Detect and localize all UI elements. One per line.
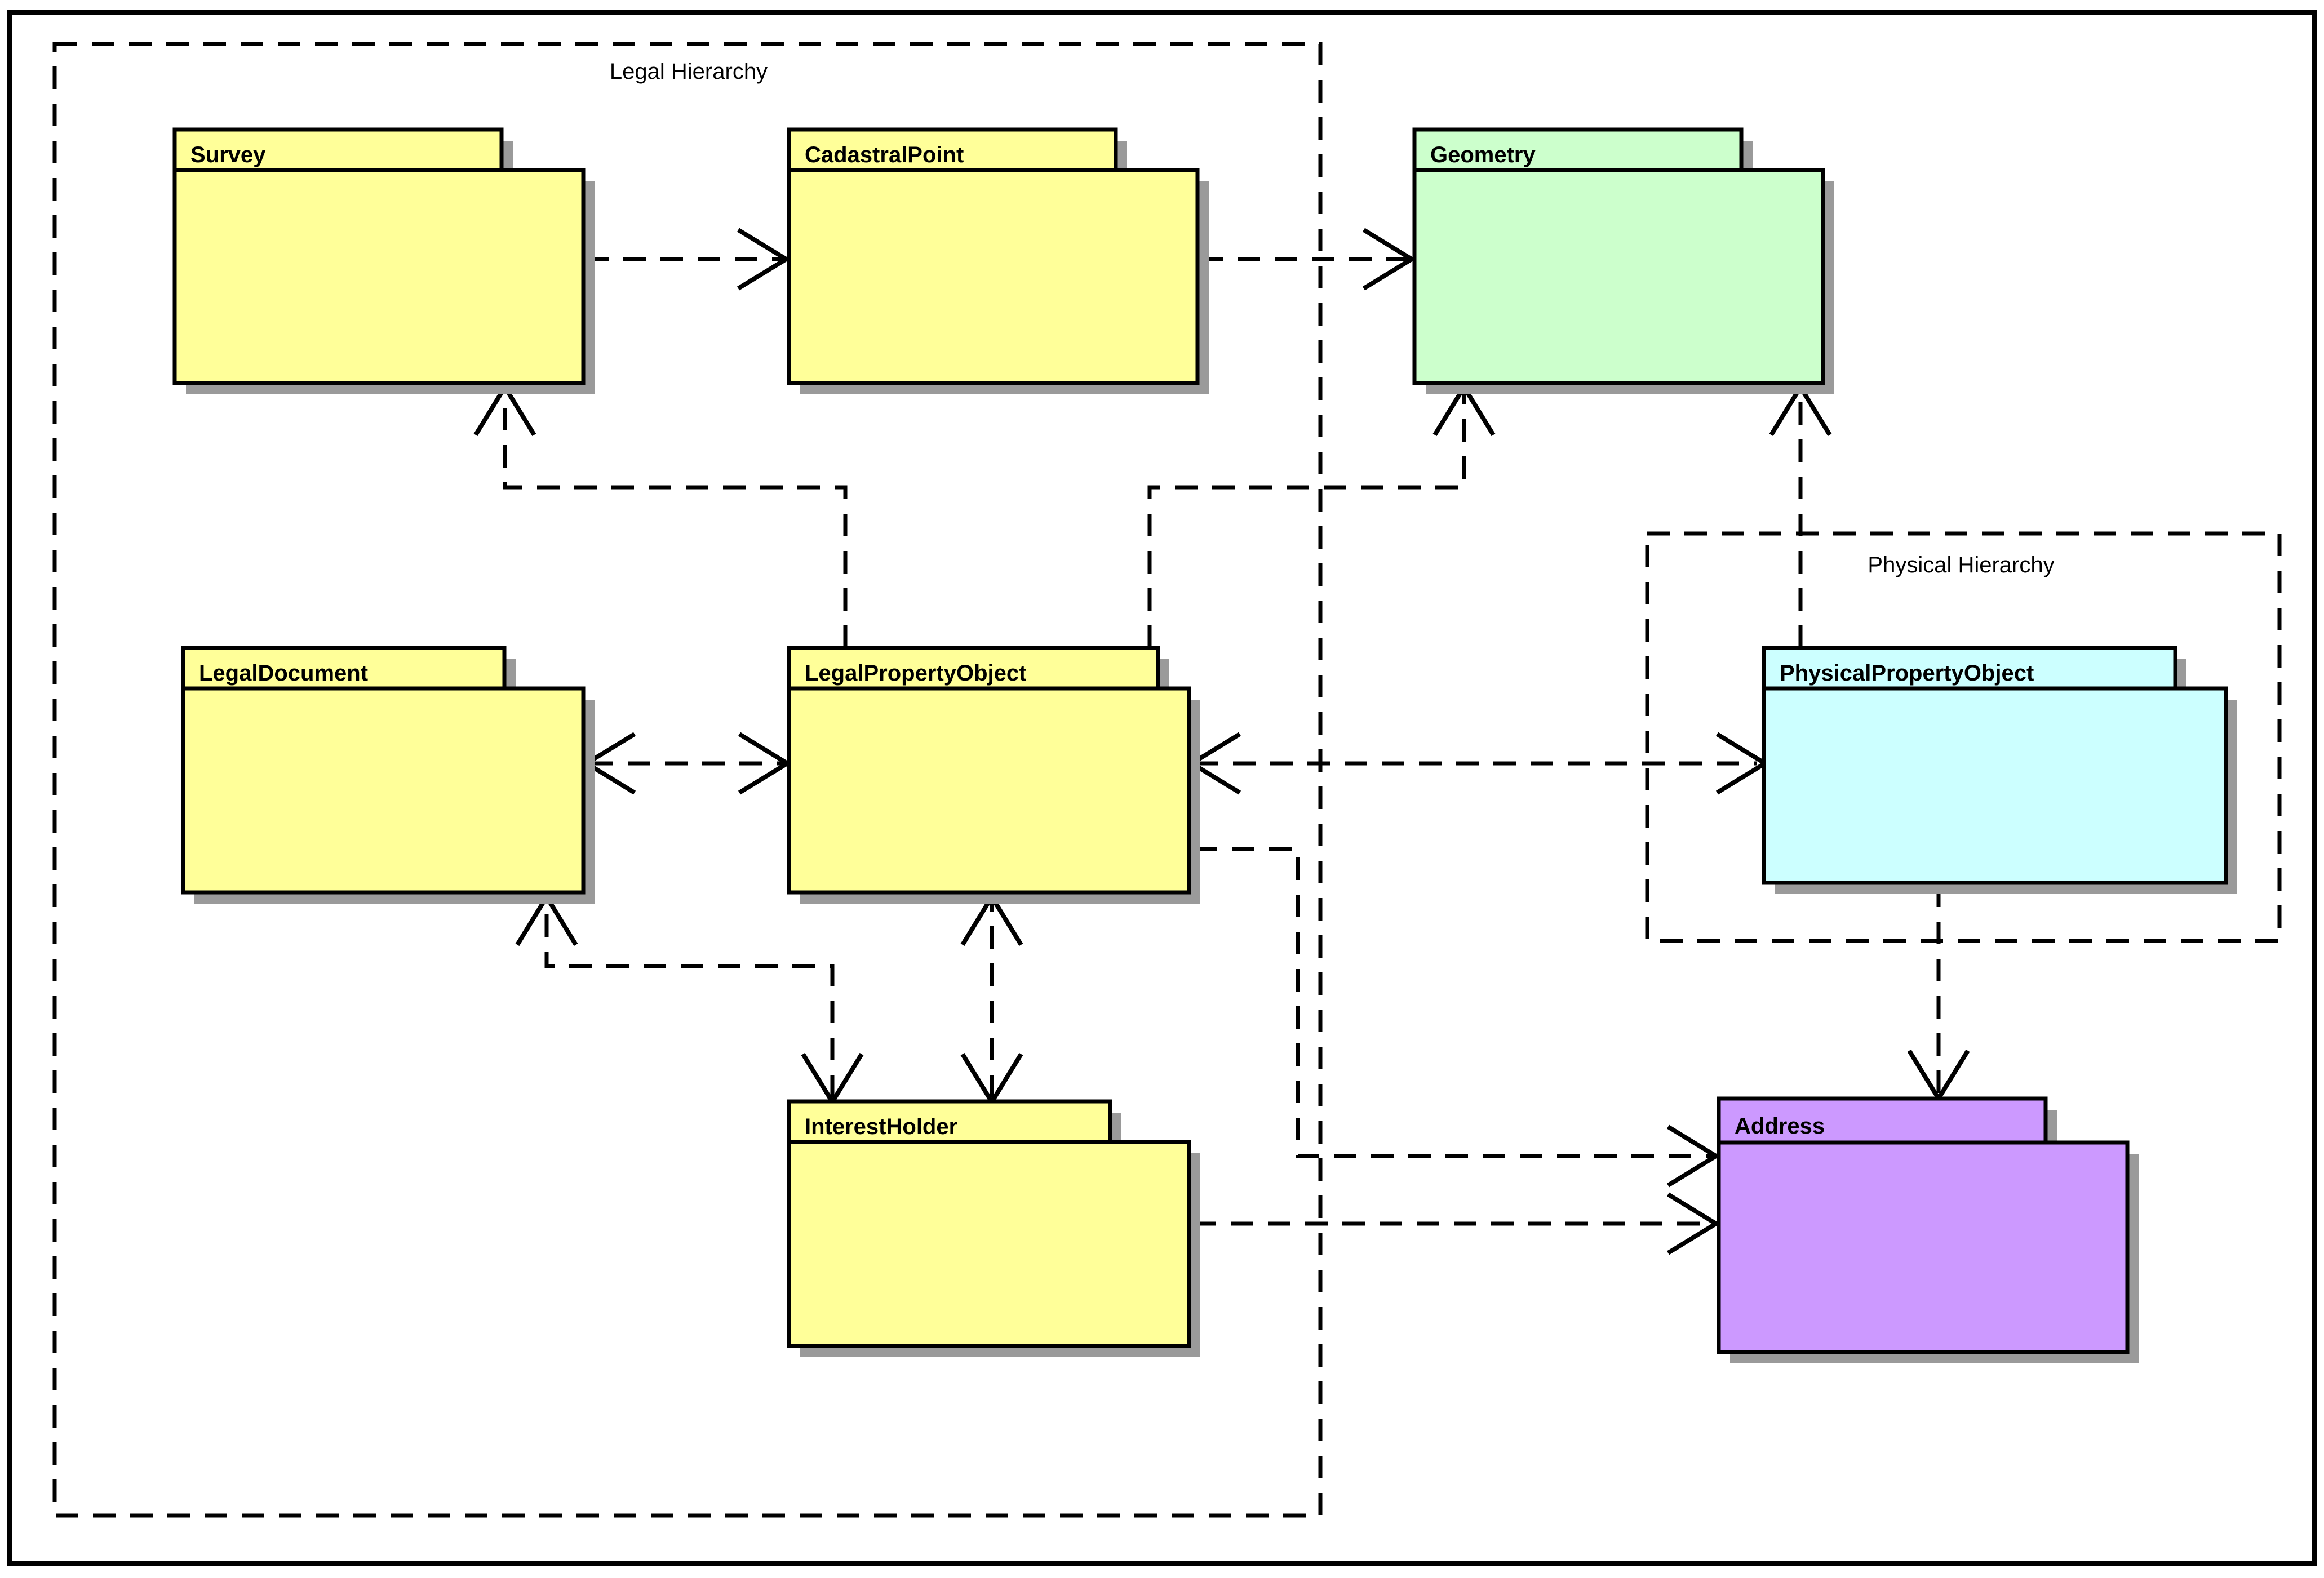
edge-interestholder-to-legaldocument: [515, 892, 864, 1106]
legaldocument-label: LegalDocument: [199, 661, 368, 686]
legalpropertyobject-body[interactable]: [787, 686, 1191, 895]
group-legal-hierarchy: Legal Hierarchy: [52, 42, 1323, 1518]
package-address[interactable]: Address: [1717, 1096, 2139, 1363]
package-physicalpropertyobject[interactable]: PhysicalPropertyObject: [1762, 646, 2237, 894]
edge-legalpropertyobject-to-survey: [473, 383, 848, 648]
edge-physicalpropertyobject-to-address: [1907, 884, 1970, 1103]
edge-interestholder-to-legalpropertyobject: [960, 892, 1023, 1106]
package-interestholder[interactable]: InterestHolder: [787, 1099, 1200, 1357]
package-geometry[interactable]: Geometry: [1412, 127, 1834, 394]
legalpropertyobject-label: LegalPropertyObject: [805, 661, 1026, 686]
geometry-tab[interactable]: [1412, 127, 1744, 172]
edge-legalpropertyobject-to-address: [1195, 847, 1720, 1188]
edge-legaldocument-legalpropertyobject: [582, 732, 792, 795]
package-cadastralpoint[interactable]: CadastralPoint: [787, 127, 1209, 394]
legaldocument-body[interactable]: [181, 686, 586, 895]
edge-legalpropertyobject-physicalpropertyobject: [1187, 732, 1769, 795]
interestholder-label: InterestHolder: [805, 1114, 957, 1139]
legalpropertyobject-tab[interactable]: [787, 646, 1160, 691]
package-legaldocument[interactable]: LegalDocument: [181, 646, 595, 904]
package-survey[interactable]: Survey: [172, 127, 595, 394]
legaldocument-tab[interactable]: [181, 646, 507, 691]
cadastralpoint-body[interactable]: [787, 168, 1200, 385]
legal-hierarchy-label: Legal Hierarchy: [610, 59, 768, 84]
physical-hierarchy-label: Physical Hierarchy: [1868, 553, 2054, 577]
edge-cadastralpoint-to-geometry: [1200, 228, 1416, 291]
physicalpropertyobject-label: PhysicalPropertyObject: [1780, 661, 2034, 686]
cadastralpoint-tab[interactable]: [787, 127, 1118, 172]
geometry-body[interactable]: [1412, 168, 1825, 385]
physical-hierarchy-border: [1645, 531, 2282, 943]
group-physical-hierarchy: Physical Hierarchy: [1645, 531, 2282, 943]
interestholder-body[interactable]: [787, 1140, 1191, 1348]
survey-body[interactable]: [172, 168, 586, 385]
physicalpropertyobject-body[interactable]: [1762, 686, 2228, 885]
legal-hierarchy-border: [52, 42, 1323, 1518]
cadastralpoint-label: CadastralPoint: [805, 143, 964, 167]
address-tab[interactable]: [1717, 1096, 2048, 1145]
survey-label: Survey: [190, 143, 266, 167]
edge-interestholder-to-address: [1194, 1192, 1720, 1255]
diagram-frame: [7, 10, 2317, 1566]
edge-survey-to-cadastralpoint: [586, 228, 791, 291]
physicalpropertyobject-tab[interactable]: [1762, 646, 2177, 691]
edge-physicalpropertyobject-to-geometry: [1769, 383, 1832, 648]
address-label: Address: [1735, 1114, 1825, 1139]
address-body[interactable]: [1717, 1140, 2130, 1354]
geometry-label: Geometry: [1430, 143, 1536, 167]
package-legalpropertyobject[interactable]: LegalPropertyObject: [787, 646, 1200, 904]
